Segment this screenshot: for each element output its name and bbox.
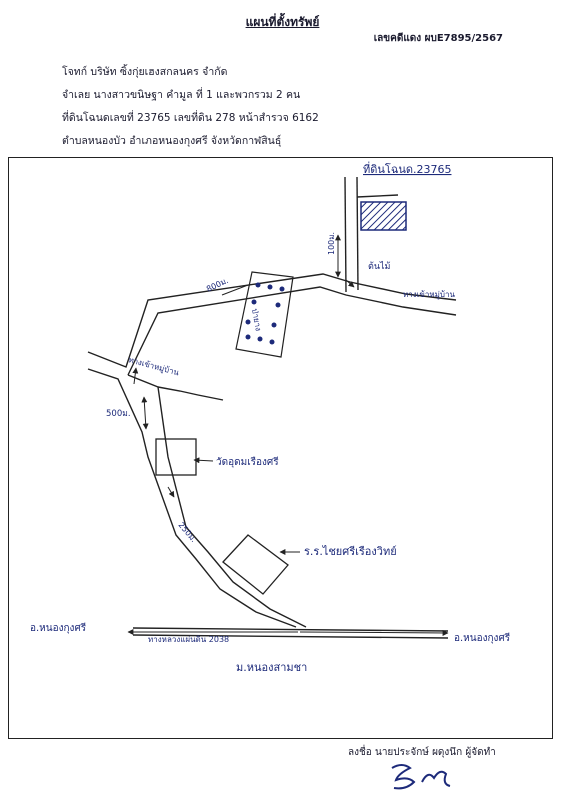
- deed-line: ที่ดินโฉนดเลขที่ 23765 เลขที่ดิน 278 หน้…: [62, 112, 319, 124]
- label-school: ร.ร.ไชยศรีเรืองวิทย์: [304, 545, 397, 558]
- label-town-right: อ.หนองกุงศรี: [454, 632, 511, 644]
- case-number: เลขคดีแดง ผบE7895/2567: [373, 33, 503, 44]
- plantation-block: [235, 271, 294, 358]
- main-road: [87, 273, 457, 628]
- label-tree: ต้นไม้: [368, 261, 391, 272]
- label-dist-100: 100ม.: [327, 232, 336, 255]
- label-plot: ป่ายาง: [250, 308, 263, 332]
- plaintiff-line: โจทก์ บริษัท ซิ้งกุ่ยเฮงสกลนคร จำกัด: [62, 66, 228, 78]
- page-title: แผนที่ตั้งทรัพย์: [245, 15, 320, 29]
- label-highway: ทางหลวงแผ่นดิน 2038: [148, 635, 229, 644]
- school-building: [222, 534, 289, 595]
- defendant-line: จำเลย นางสาวขนิษฐา คำมูล ที่ 1 และพวกรวม…: [62, 89, 301, 101]
- label-dist-800: 800ม.: [205, 276, 230, 294]
- location-map: ที่ดินโฉนด.23765 100ม. ต้นไม้ 800ม. ทางเ…: [30, 161, 511, 674]
- label-village-bottom: ม.หนองสามชา: [236, 661, 307, 674]
- property-plot: [360, 201, 407, 231]
- location-line: ตำบลหนองบัว อำเภอหนองกุงศรี จังหวัดกาฬสิ…: [62, 135, 282, 147]
- temple-building: [155, 438, 197, 476]
- label-dist-500: 500ม.: [106, 409, 131, 419]
- label-temple: วัดอุดมเรืองศรี: [216, 456, 279, 468]
- highway: [132, 627, 449, 639]
- label-road-right: ทางเข้าหมู่บ้าน: [403, 290, 455, 300]
- signature-line: ลงชื่อ นายประจักษ์ ผดุงนึก ผู้จัดทำ: [348, 747, 496, 758]
- map-frame: [8, 157, 553, 739]
- label-property: ที่ดินโฉนด.23765: [363, 161, 451, 176]
- label-town-left: อ.หนองกุงศรี: [30, 622, 87, 634]
- signature-mark: [391, 764, 451, 790]
- side-road: [344, 176, 399, 293]
- pointer-arrows: [127, 234, 449, 636]
